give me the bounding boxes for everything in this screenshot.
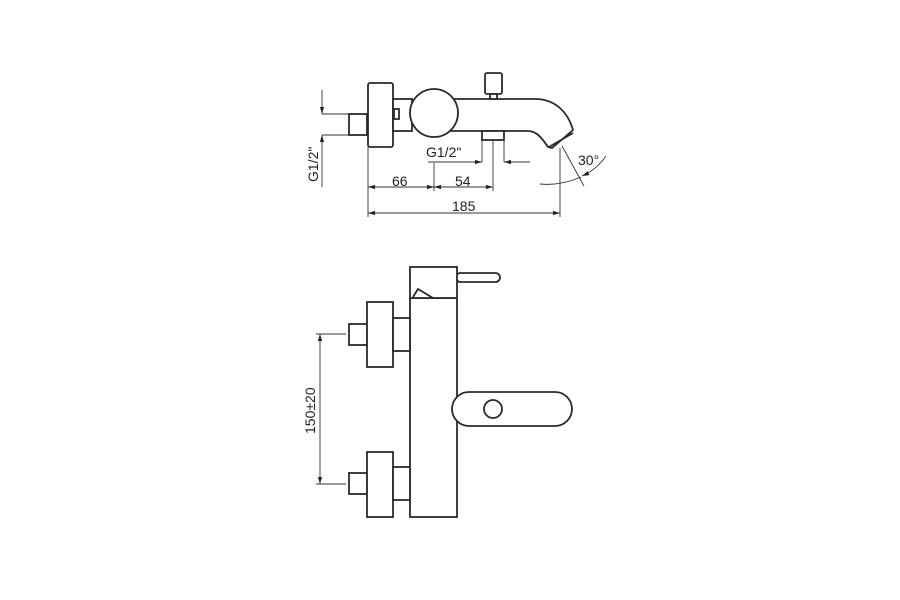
dimension-lines-front: [316, 333, 346, 485]
dim-66-label: 66: [392, 173, 408, 189]
cap-bevel: [412, 287, 434, 299]
diverter-knob: [484, 72, 503, 95]
upper-inlet-connector: [392, 317, 411, 352]
upper-inlet-stub: [348, 323, 368, 346]
lower-inlet-connector: [392, 466, 411, 501]
diverter-stem: [489, 93, 498, 100]
mixer-body: [409, 297, 458, 518]
connector-notch: [393, 108, 400, 120]
spout: [439, 98, 575, 149]
mixer-lever: [455, 272, 501, 283]
thread-size-outlet-label: G1/2": [426, 144, 461, 160]
thread-size-vertical-label: G1/2": [305, 147, 321, 182]
dim-185-label: 185: [452, 198, 476, 214]
front-view: 150±20: [302, 266, 573, 518]
wall-flange: [367, 82, 394, 148]
angle-30-label: 30°: [578, 152, 599, 168]
shower-outlet: [481, 130, 505, 141]
diverter-handle-hole: [483, 399, 503, 419]
lower-inlet-stub: [348, 472, 368, 495]
inlet-spacing-label: 150±20: [302, 387, 318, 434]
diverter-handle: [451, 391, 573, 427]
spout-aerator: [548, 132, 574, 148]
dimension-lines-top: [319, 90, 607, 217]
lower-inlet-flange: [366, 451, 394, 518]
cartridge-cap: [409, 266, 458, 299]
mixer-body-ball: [409, 88, 459, 138]
top-view: G1/2" G1/2" 66 54 185 30°: [305, 72, 607, 217]
dim-54-label: 54: [455, 173, 471, 189]
wall-inlet-stub: [348, 113, 368, 136]
upper-inlet-flange: [366, 301, 394, 368]
